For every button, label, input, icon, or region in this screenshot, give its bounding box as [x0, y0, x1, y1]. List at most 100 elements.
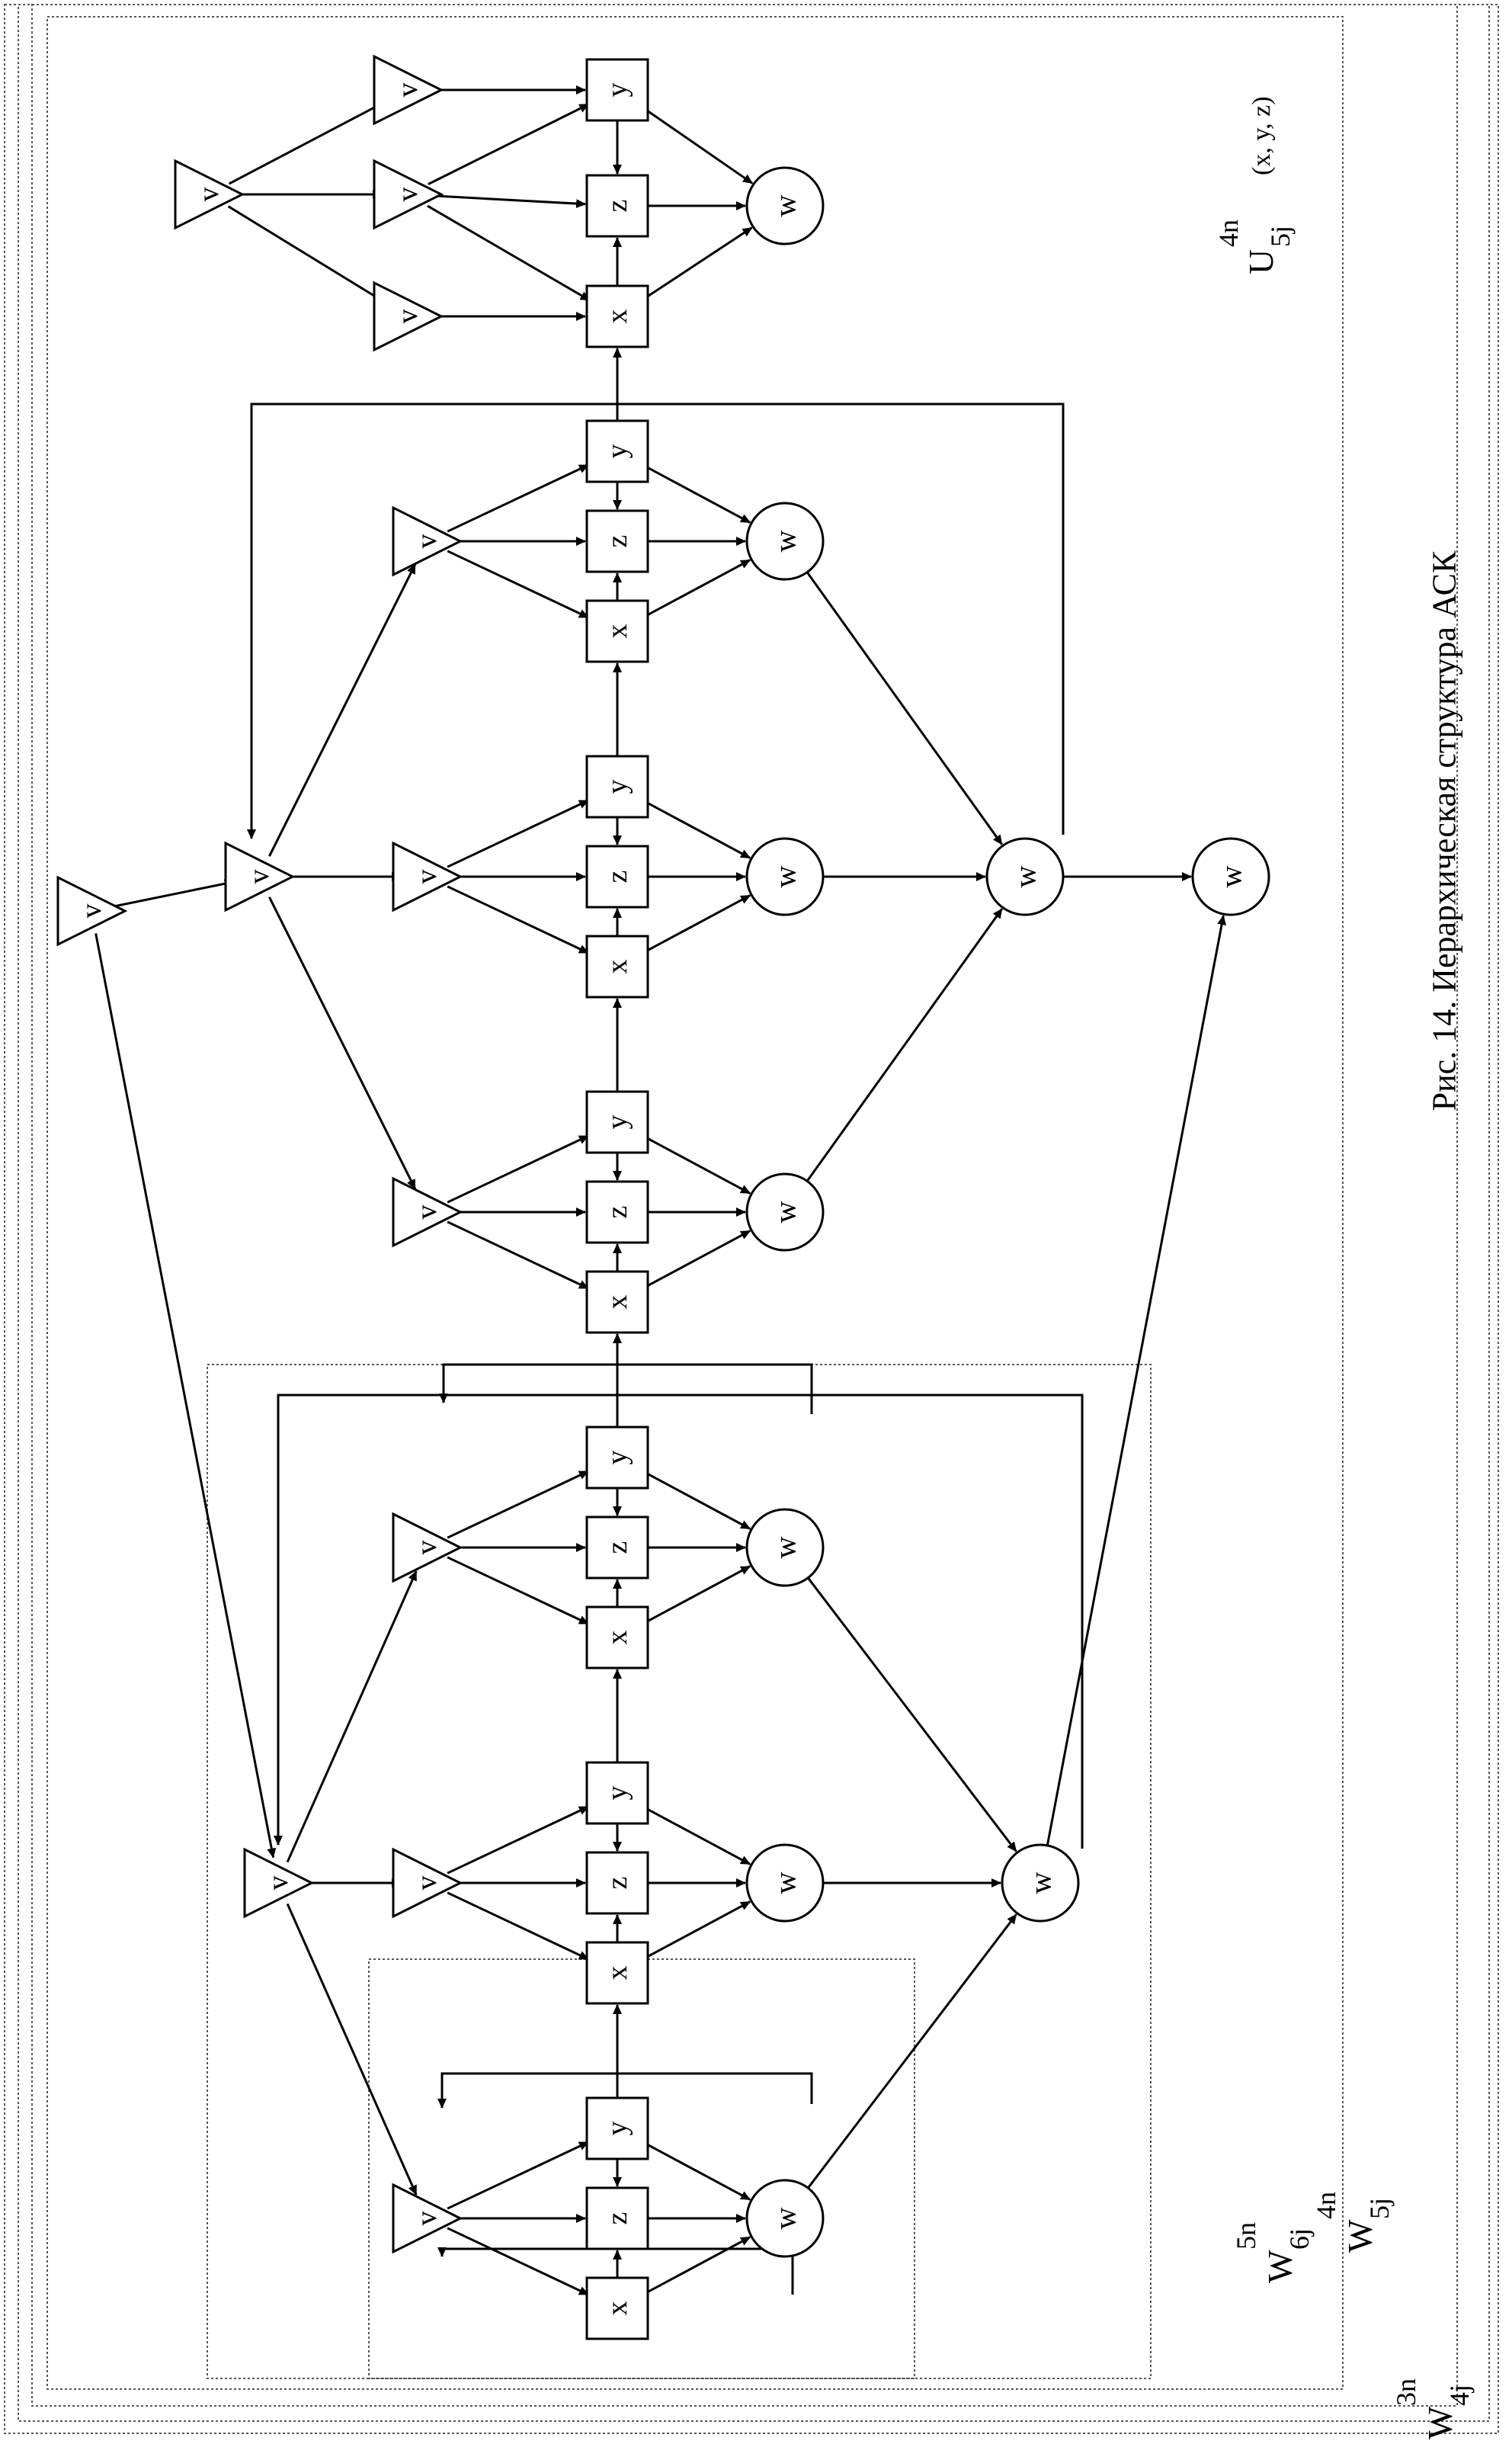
edge	[643, 2236, 751, 2295]
edges	[94, 85, 1226, 2296]
node-label: w	[768, 1536, 802, 1558]
node-x-t_x: x	[585, 284, 649, 348]
label-w4-sub: 5j	[1364, 2198, 1395, 2219]
edge	[114, 879, 235, 908]
node-label: x	[601, 2301, 633, 2316]
node-label: y	[601, 1451, 633, 1465]
node-label: x	[601, 1295, 633, 1310]
node-w-dw: w	[745, 1508, 825, 1587]
feedback-arrow	[247, 403, 1065, 839]
node-x-ex: x	[585, 1941, 649, 2005]
node-x-bx: x	[585, 935, 649, 999]
edge	[806, 571, 1003, 845]
node-w-Wtop: w	[1191, 837, 1270, 916]
edge	[643, 1806, 751, 1865]
edge	[268, 896, 417, 1190]
label-w4-sup: 4n	[1311, 2192, 1341, 2219]
node-label: y	[601, 2122, 633, 2136]
edge	[430, 194, 587, 209]
node-label: z	[601, 871, 633, 884]
node-label: z	[601, 1206, 633, 1219]
edge	[447, 1556, 589, 1625]
node-label: v	[411, 870, 443, 884]
edge	[447, 550, 589, 619]
node-label: v	[411, 1876, 443, 1891]
edge	[94, 933, 277, 1859]
edge	[806, 908, 1003, 1182]
node-y-fy: y	[585, 2096, 649, 2160]
edge	[447, 1470, 589, 1539]
edge	[427, 204, 591, 302]
edge	[643, 559, 751, 618]
node-label: w	[1023, 1871, 1058, 1894]
node-w-aw: w	[745, 502, 825, 581]
node-label: x	[601, 1631, 633, 1645]
node-w-t_w: w	[745, 166, 825, 245]
frame-w7-group	[368, 1958, 915, 2379]
edge	[447, 885, 589, 954]
node-label: v	[392, 83, 424, 98]
node-label: z	[601, 2212, 633, 2225]
node-label: y	[601, 1786, 633, 1801]
node-label: w	[768, 1871, 802, 1894]
node-label: v	[392, 310, 424, 324]
edge	[227, 205, 386, 304]
node-y-by: y	[585, 755, 649, 819]
label-w3-sup: 3n	[1391, 2378, 1421, 2406]
edge	[447, 2227, 589, 2296]
node-v-cv: v	[392, 1176, 463, 1248]
node-x-fx: x	[585, 2276, 649, 2340]
edge	[807, 1913, 1017, 2189]
node-v-av: v	[392, 505, 463, 577]
node-label: w	[768, 865, 802, 887]
node-v-root: v	[56, 875, 128, 947]
node-label: v	[262, 1876, 294, 1891]
node-label: z	[601, 1877, 633, 1890]
node-v-h1: v	[224, 841, 296, 912]
edge	[447, 1134, 589, 1204]
edge	[286, 1570, 418, 1863]
node-y-cy: y	[585, 1090, 649, 1154]
edge	[228, 101, 386, 185]
edge	[428, 103, 590, 185]
edge	[447, 799, 589, 868]
edge	[807, 1576, 1017, 1852]
node-x-dx: x	[585, 1605, 649, 1669]
level-label-u: U 4n 5j (x, y, z)	[1213, 96, 1296, 274]
node-y-t_y: y	[585, 58, 649, 122]
edge	[643, 894, 751, 954]
edge	[447, 1805, 589, 1875]
edge	[447, 1891, 589, 1961]
node-y-ey: y	[585, 1761, 649, 1825]
node-label: v	[193, 188, 225, 202]
node-label: v	[411, 534, 443, 549]
node-z-t_z: z	[585, 174, 649, 238]
node-y-ay: y	[585, 419, 649, 483]
edge	[643, 464, 751, 524]
label-w5-base: W	[1261, 2250, 1299, 2283]
node-v-h2: v	[243, 1847, 315, 1919]
node-label: w	[1214, 865, 1248, 887]
level-label-w3: W 3n 4j	[1391, 2378, 1475, 2439]
node-v-t_v2: v	[373, 159, 444, 230]
node-label: w	[768, 194, 802, 216]
node-label: z	[601, 535, 633, 548]
node-z-fz: z	[585, 2186, 649, 2250]
node-v-bv: v	[392, 841, 463, 912]
solid-enclosures	[247, 403, 1084, 2295]
node-w-W2: w	[1001, 1843, 1080, 1923]
node-label: v	[75, 904, 107, 919]
label-u-sub: 5j	[1265, 226, 1296, 247]
edge	[286, 1903, 418, 2195]
edge	[447, 2141, 589, 2210]
level-label-w4: W 4n 5j	[1311, 2192, 1395, 2253]
node-label: y	[601, 444, 633, 459]
node-label: z	[601, 200, 633, 213]
node-x-cx: x	[585, 1270, 649, 1334]
node-label: w	[768, 2207, 802, 2229]
node-w-ew: w	[745, 1843, 825, 1923]
edge	[643, 1230, 751, 1289]
node-label: x	[601, 624, 633, 639]
node-v-t_v1: v	[373, 281, 444, 352]
